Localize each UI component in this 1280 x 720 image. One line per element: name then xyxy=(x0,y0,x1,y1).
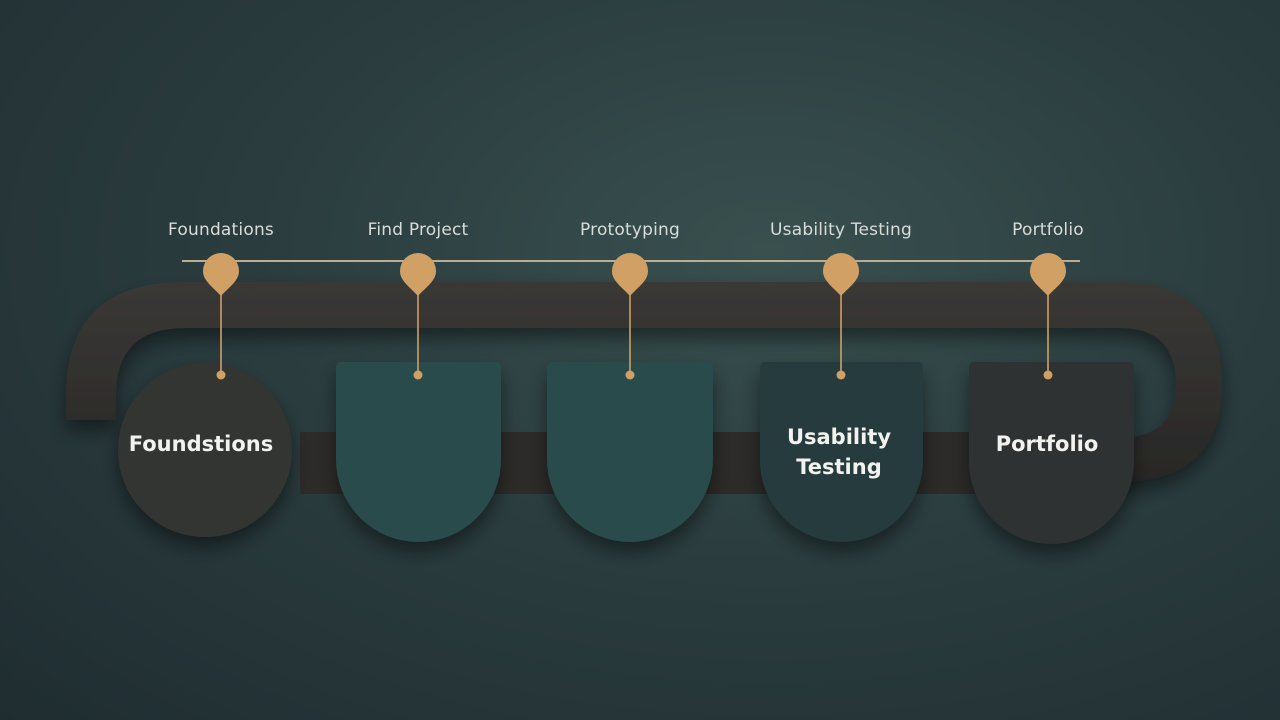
stage-card-label-1: Foundstions xyxy=(129,429,273,459)
stage-connector-dot-3 xyxy=(625,370,635,380)
stage-card-label-line: Usability xyxy=(786,425,892,449)
stage-connector-dot-2 xyxy=(413,370,423,380)
stage-top-label-3: Prototyping xyxy=(579,220,681,240)
stage-marker-3 xyxy=(612,253,648,296)
stage-top-label-5: Portfolio xyxy=(1012,220,1084,240)
stage-card-label-line: Portfolio xyxy=(995,432,1099,456)
stage-card-5 xyxy=(969,362,1134,544)
stage-card-3 xyxy=(547,362,713,542)
stage-card-label-line: Testing xyxy=(796,455,882,479)
stage-top-label-4: Usability Testing xyxy=(770,220,912,240)
stage-marker-5 xyxy=(1030,253,1066,296)
stage-connector-dot-5 xyxy=(1043,370,1053,380)
stage-card-label-5: Portfolio xyxy=(996,429,1099,459)
stage-marker-4 xyxy=(823,253,859,296)
stage-card-1 xyxy=(118,363,292,537)
stage-marker-2 xyxy=(400,253,436,296)
stage-card-4 xyxy=(760,362,923,542)
stage-top-label-1: Foundations xyxy=(168,220,274,240)
stage-top-label-2: Find Project xyxy=(367,220,469,240)
stage-marker-1 xyxy=(203,253,239,296)
stage-card-label-line: Foundstions xyxy=(128,432,274,456)
stage-connector-dot-4 xyxy=(836,370,846,380)
stage-card-2 xyxy=(336,362,501,542)
stage-connector-dot-1 xyxy=(216,370,226,380)
